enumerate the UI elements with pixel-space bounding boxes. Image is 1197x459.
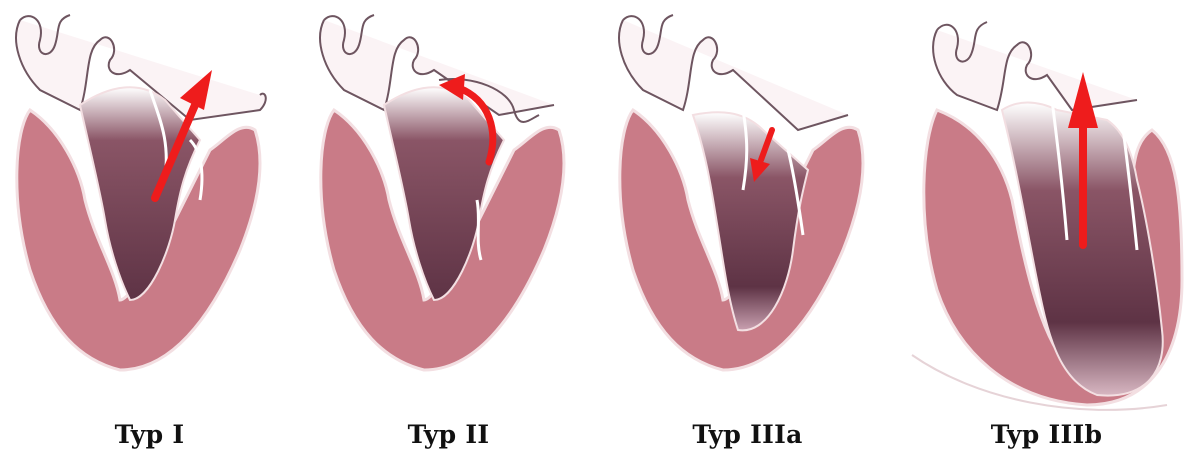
panel-typ-3b: Typ IIIb — [897, 0, 1196, 459]
heart-illustration-typ-3b — [897, 0, 1197, 420]
heart-illustration-typ-3a — [598, 0, 897, 420]
heart-illustration-typ-2 — [299, 0, 598, 420]
panel-caption: Typ II — [299, 420, 598, 449]
panel-typ-3a: Typ IIIa — [598, 0, 897, 459]
panel-caption: Typ I — [0, 420, 299, 449]
vessel-outline — [933, 30, 1137, 110]
panel-caption: Typ IIIa — [598, 420, 897, 449]
panel-typ-1: Typ I — [0, 0, 299, 459]
heart-illustration-typ-1 — [0, 0, 299, 420]
panel-caption: Typ IIIb — [897, 420, 1196, 449]
panel-typ-2: Typ II — [299, 0, 598, 459]
